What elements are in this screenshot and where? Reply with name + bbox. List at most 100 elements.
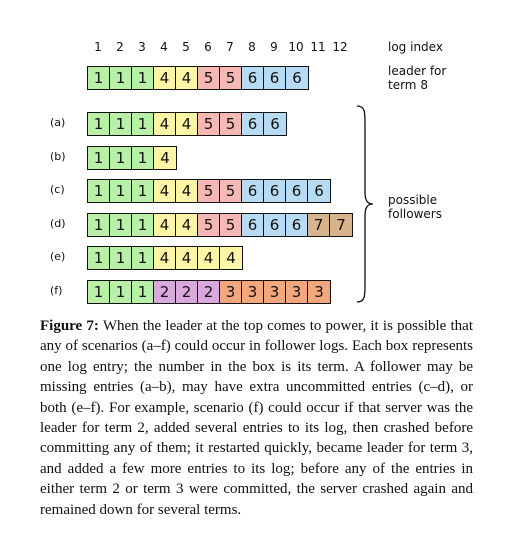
log-entry: 1 (132, 147, 154, 169)
log-entry: 4 (176, 113, 198, 135)
log-entry: 5 (198, 180, 220, 202)
log-entry: 5 (198, 67, 220, 89)
figure-caption: Figure 7: When the leader at the top com… (40, 316, 473, 520)
log-entry: 1 (88, 214, 110, 236)
log-entry: 7 (330, 214, 352, 236)
log-entry: 4 (176, 180, 198, 202)
followers-label: possible followers (388, 193, 442, 221)
log-index-number: 12 (332, 40, 348, 54)
log-entry: 6 (264, 180, 286, 202)
follower-label: (c) (50, 183, 65, 196)
followers-label-line1: possible (388, 193, 438, 207)
caption-text: When the leader at the top comes to powe… (40, 318, 474, 518)
log-entry: 2 (176, 281, 198, 303)
followers-label-line2: followers (388, 207, 442, 221)
log-entry: 4 (154, 113, 176, 135)
log-entry: 5 (220, 67, 242, 89)
follower-label: (f) (50, 284, 63, 297)
log-index-number: 7 (226, 40, 234, 54)
log-entry: 5 (198, 113, 220, 135)
log-entry: 1 (88, 67, 110, 89)
log-entry: 1 (132, 247, 154, 269)
log-entry: 1 (132, 113, 154, 135)
log-entry: 3 (220, 281, 242, 303)
log-index-number: 2 (116, 40, 124, 54)
log-entry: 2 (198, 281, 220, 303)
log-entry: 4 (198, 247, 220, 269)
log-entry: 4 (154, 214, 176, 236)
log-entry: 1 (110, 113, 132, 135)
log-entry: 1 (110, 281, 132, 303)
log-entry: 6 (242, 214, 264, 236)
log-entry: 4 (154, 147, 176, 169)
log-entry: 1 (88, 247, 110, 269)
log-entry: 6 (286, 67, 308, 89)
log-index-number: 3 (138, 40, 146, 54)
log-entry: 1 (110, 180, 132, 202)
log-entry: 1 (132, 180, 154, 202)
log-entry: 1 (88, 281, 110, 303)
log-entry: 4 (176, 214, 198, 236)
log-entry: 1 (110, 147, 132, 169)
log-entry: 5 (198, 214, 220, 236)
log-entry: 7 (308, 214, 330, 236)
follower-label: (e) (50, 250, 66, 263)
log-entry: 6 (264, 113, 286, 135)
log-entry: 6 (286, 180, 308, 202)
log-index-label: log index (388, 40, 443, 54)
log-index-number: 1 (94, 40, 102, 54)
log-entry: 6 (242, 67, 264, 89)
log-entry: 4 (176, 247, 198, 269)
leader-label: leader for term 8 (388, 64, 446, 92)
follower-label: (d) (50, 217, 66, 230)
log-entry: 6 (286, 214, 308, 236)
log-index-number: 8 (248, 40, 256, 54)
log-entry: 1 (88, 147, 110, 169)
log-entry: 5 (220, 214, 242, 236)
log-entry: 2 (154, 281, 176, 303)
log-entry: 6 (308, 180, 330, 202)
log-entry: 3 (264, 281, 286, 303)
log-entry: 1 (110, 214, 132, 236)
log-entry: 4 (220, 247, 242, 269)
followers-brace (356, 105, 374, 303)
log-entry: 6 (264, 67, 286, 89)
log-entry: 1 (132, 67, 154, 89)
log-entry: 1 (132, 281, 154, 303)
log-index-number: 11 (310, 40, 326, 54)
log-entry: 4 (176, 67, 198, 89)
follower-label: (b) (50, 150, 66, 163)
follower-label: (a) (50, 116, 66, 129)
log-index-number: 6 (204, 40, 212, 54)
log-entry: 5 (220, 180, 242, 202)
log-entry: 6 (242, 180, 264, 202)
caption-label: Figure 7: (40, 318, 99, 334)
leader-label-line1: leader for (388, 64, 447, 78)
leader-label-line2: term 8 (388, 78, 428, 92)
log-entry: 4 (154, 67, 176, 89)
log-entry: 3 (242, 281, 264, 303)
log-entry: 1 (110, 67, 132, 89)
log-index-number: 4 (160, 40, 168, 54)
log-index-number: 10 (288, 40, 304, 54)
log-entry: 1 (110, 247, 132, 269)
log-entry: 1 (132, 214, 154, 236)
log-entry: 4 (154, 180, 176, 202)
log-entry: 6 (264, 214, 286, 236)
log-entry: 1 (88, 113, 110, 135)
log-entry: 6 (242, 113, 264, 135)
log-entry: 3 (308, 281, 330, 303)
log-entry: 4 (154, 247, 176, 269)
log-entry: 5 (220, 113, 242, 135)
log-entry: 1 (88, 180, 110, 202)
log-index-number: 5 (182, 40, 190, 54)
log-entry: 3 (286, 281, 308, 303)
